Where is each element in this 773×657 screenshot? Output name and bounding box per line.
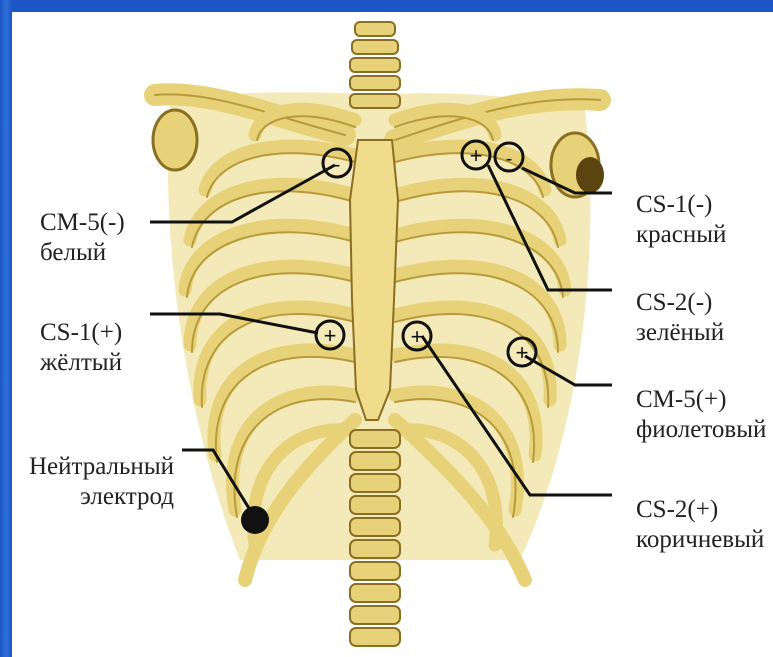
label-color: зелёный xyxy=(636,318,724,348)
label-neutral: Нейтральный электрод xyxy=(22,452,174,512)
label-code: CS-1(-) xyxy=(636,190,726,220)
electrode-sign: + xyxy=(470,143,483,168)
label-color: белый xyxy=(40,238,125,268)
label-cm5-pos: CM-5(+) фиолетовый xyxy=(636,385,766,445)
electrode-sign: + xyxy=(516,340,529,365)
electrode-sign: - xyxy=(506,148,513,170)
neutral-electrode xyxy=(241,506,269,534)
label-color: фиолетовый xyxy=(636,415,766,445)
electrode-sign: - xyxy=(334,154,341,176)
label-code: CS-2(+) xyxy=(636,495,764,525)
rib-cage xyxy=(153,22,604,646)
label-color: коричневый xyxy=(636,525,764,555)
label-code: CM-5(-) xyxy=(40,208,125,238)
label-code: CS-2(-) xyxy=(636,288,724,318)
label-line1: Нейтральный xyxy=(22,452,174,482)
electrode-sign: + xyxy=(324,323,337,348)
label-code: CS-1(+) xyxy=(40,318,122,348)
label-code: CM-5(+) xyxy=(636,385,766,415)
label-cs2-neg: CS-2(-) зелёный xyxy=(636,288,724,348)
electrode-sign: + xyxy=(411,324,424,349)
label-color: жёлтый xyxy=(40,348,122,378)
label-line2: электрод xyxy=(22,482,174,512)
label-cs2-pos: CS-2(+) коричневый xyxy=(636,495,764,555)
label-cs1-pos: CS-1(+) жёлтый xyxy=(40,318,122,378)
label-color: красный xyxy=(636,220,726,250)
label-cm5-neg: CM-5(-) белый xyxy=(40,208,125,268)
label-cs1-neg: CS-1(-) красный xyxy=(636,190,726,250)
